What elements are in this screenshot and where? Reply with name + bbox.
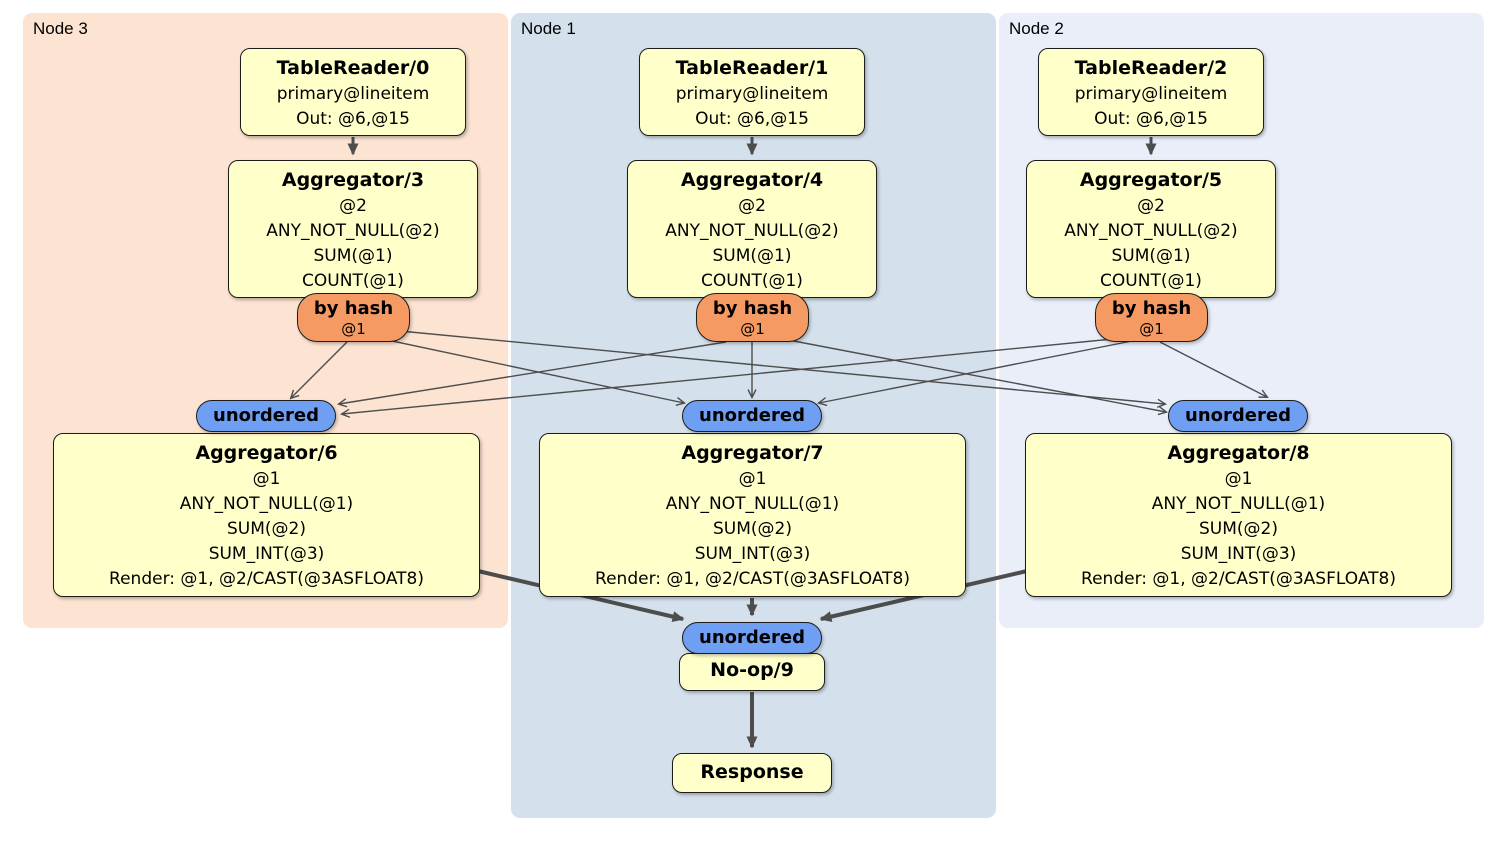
processor-detail: ANY_NOT_NULL(@1) xyxy=(179,494,354,514)
sync-label: unordered xyxy=(1185,405,1291,426)
sync-unordered-6: unordered xyxy=(196,400,336,432)
processor-detail: Out: @6,@15 xyxy=(1094,109,1208,129)
sync-label: unordered xyxy=(213,405,319,426)
sync-label: unordered xyxy=(699,627,805,648)
processor-tablereader-0: TableReader/0 primary@lineitem Out: @6,@… xyxy=(240,48,466,136)
processor-aggregator-3: Aggregator/3 @2 ANY_NOT_NULL(@2) SUM(@1)… xyxy=(228,160,478,298)
processor-tablereader-1: TableReader/1 primary@lineitem Out: @6,@… xyxy=(639,48,865,136)
processor-aggregator-7: Aggregator/7 @1 ANY_NOT_NULL(@1) SUM(@2)… xyxy=(539,433,966,597)
processor-detail: @1 xyxy=(1224,469,1253,489)
hash-router-3: by hash @1 xyxy=(297,293,410,342)
processor-detail: SUM_INT(@3) xyxy=(694,544,811,564)
processor-aggregator-6: Aggregator/6 @1 ANY_NOT_NULL(@1) SUM(@2)… xyxy=(53,433,480,597)
processor-detail: Out: @6,@15 xyxy=(296,109,410,129)
processor-detail: SUM(@1) xyxy=(1111,246,1191,266)
edge-byhash3-unordered6 xyxy=(289,341,348,400)
processor-detail: @1 xyxy=(738,469,767,489)
processor-title: TableReader/0 xyxy=(276,57,430,79)
edge-byhash4-unordered6 xyxy=(336,341,727,408)
processor-title: TableReader/1 xyxy=(675,57,829,79)
processor-title: No-op/9 xyxy=(710,659,794,681)
processor-detail: SUM(@2) xyxy=(227,519,306,539)
hash-router-columns: @1 xyxy=(1139,320,1164,338)
processor-title: Aggregator/5 xyxy=(1079,169,1223,191)
processor-detail: ANY_NOT_NULL(@2) xyxy=(266,221,440,241)
processor-title: Aggregator/3 xyxy=(281,169,425,191)
processor-title: Aggregator/4 xyxy=(680,169,824,191)
processor-detail: @2 xyxy=(1137,196,1165,216)
edge-byhash3-unordered7 xyxy=(377,337,687,407)
edge-byhash4-unordered8 xyxy=(777,337,1169,416)
processor-title: Aggregator/8 xyxy=(1167,442,1310,464)
processor-detail: SUM_INT(@3) xyxy=(208,544,325,564)
processor-detail: ANY_NOT_NULL(@2) xyxy=(1064,221,1238,241)
edge-byhash5-unordered7 xyxy=(816,339,1138,407)
processor-detail: COUNT(@1) xyxy=(302,271,404,291)
hash-router-4: by hash @1 xyxy=(696,293,809,342)
processor-noop-9: No-op/9 xyxy=(679,653,825,691)
processor-response: Response xyxy=(672,753,832,793)
hash-router-label: by hash xyxy=(1111,298,1192,319)
processor-detail: ANY_NOT_NULL(@2) xyxy=(665,221,839,241)
processor-detail: Render: @1, @2/CAST(@3ASFLOAT8) xyxy=(595,569,910,589)
processor-detail: @2 xyxy=(738,196,766,216)
processor-detail: Render: @1, @2/CAST(@3ASFLOAT8) xyxy=(109,569,424,589)
sync-label: unordered xyxy=(699,405,805,426)
processor-detail: primary@lineitem xyxy=(276,84,430,104)
processor-detail: ANY_NOT_NULL(@1) xyxy=(1151,494,1326,514)
node-region-label: Node 1 xyxy=(521,19,576,38)
processor-detail: @2 xyxy=(339,196,367,216)
processor-detail: Render: @1, @2/CAST(@3ASFLOAT8) xyxy=(1081,569,1396,589)
processor-detail: ANY_NOT_NULL(@1) xyxy=(665,494,840,514)
edge-byhash3-unordered8 xyxy=(399,330,1168,408)
processor-detail: Out: @6,@15 xyxy=(695,109,809,129)
processor-title: TableReader/2 xyxy=(1074,57,1228,79)
hash-router-columns: @1 xyxy=(740,320,765,338)
processor-detail: COUNT(@1) xyxy=(1100,271,1202,291)
node-region-label: Node 2 xyxy=(1009,19,1064,38)
hash-router-label: by hash xyxy=(712,298,793,319)
edge-byhash5-unordered6 xyxy=(339,337,1124,418)
processor-detail: COUNT(@1) xyxy=(701,271,803,291)
processor-title: Aggregator/6 xyxy=(195,442,338,464)
sync-unordered-7: unordered xyxy=(682,400,822,432)
processor-detail: primary@lineitem xyxy=(1074,84,1228,104)
sync-unordered-9: unordered xyxy=(682,622,822,654)
processor-detail: SUM(@1) xyxy=(712,246,792,266)
sync-unordered-8: unordered xyxy=(1168,400,1308,432)
hash-router-columns: @1 xyxy=(341,320,366,338)
hash-router-5: by hash @1 xyxy=(1095,293,1208,342)
processor-detail: SUM(@2) xyxy=(713,519,792,539)
processor-tablereader-2: TableReader/2 primary@lineitem Out: @6,@… xyxy=(1038,48,1264,136)
processor-aggregator-8: Aggregator/8 @1 ANY_NOT_NULL(@1) SUM(@2)… xyxy=(1025,433,1452,597)
processor-detail: SUM(@1) xyxy=(313,246,393,266)
processor-detail: SUM_INT(@3) xyxy=(1180,544,1297,564)
processor-detail: SUM(@2) xyxy=(1199,519,1278,539)
processor-title: Response xyxy=(700,761,804,783)
edge-byhash5-unordered8 xyxy=(1159,341,1269,398)
hash-router-label: by hash xyxy=(313,298,394,319)
node-region-label: Node 3 xyxy=(33,19,88,38)
processor-aggregator-4: Aggregator/4 @2 ANY_NOT_NULL(@2) SUM(@1)… xyxy=(627,160,877,298)
processor-detail: @1 xyxy=(252,469,281,489)
processor-detail: primary@lineitem xyxy=(675,84,829,104)
processor-title: Aggregator/7 xyxy=(681,442,824,464)
processor-aggregator-5: Aggregator/5 @2 ANY_NOT_NULL(@2) SUM(@1)… xyxy=(1026,160,1276,298)
